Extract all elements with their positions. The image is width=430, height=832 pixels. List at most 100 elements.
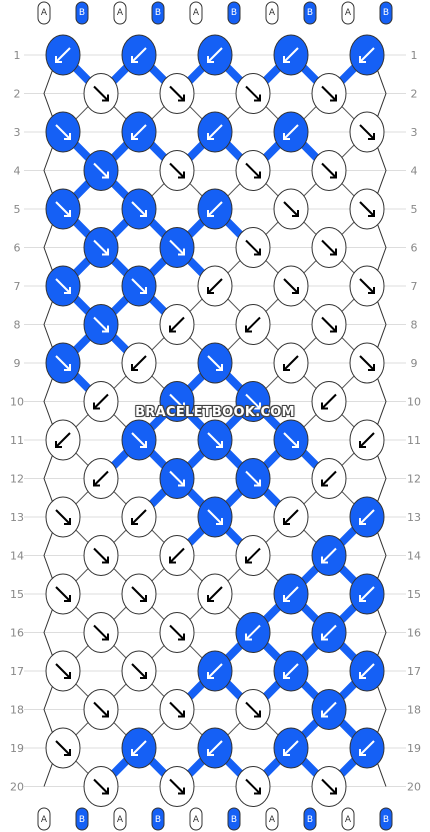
knot	[349, 573, 385, 615]
arrowhead	[64, 595, 71, 602]
knot-arrow-down-right-icon	[245, 701, 261, 718]
knot-arrow-down-left-icon	[283, 355, 299, 371]
arrowhead	[321, 556, 328, 564]
arrowhead	[330, 94, 337, 102]
knot-arrow-down-right-icon	[131, 586, 147, 602]
arrowhead	[207, 210, 214, 217]
arrowhead	[359, 672, 366, 679]
string-label-bottom: A	[41, 815, 48, 825]
string-label-top: B	[155, 8, 161, 18]
string-label-top: A	[269, 8, 276, 18]
knot-arrow-down-left-icon	[207, 47, 223, 63]
knot-arrow-down-left-icon	[245, 624, 261, 641]
arrowhead	[102, 633, 109, 641]
knot-arrow-down-right-icon	[55, 740, 71, 756]
row-number-left: 4	[14, 165, 21, 178]
arrowhead	[216, 364, 223, 371]
knot	[159, 766, 195, 807]
row-number-right: 17	[407, 665, 421, 678]
knot-arrow-down-right-icon	[131, 432, 147, 448]
knot	[235, 612, 271, 653]
knot	[235, 73, 271, 114]
string-end-bottom	[37, 807, 51, 831]
row-number-right: 13	[407, 511, 421, 524]
knot	[159, 381, 195, 422]
string-end-top	[227, 1, 241, 25]
knot-arrow-down-right-icon	[93, 316, 109, 333]
knot-arrow-down-right-icon	[245, 778, 261, 795]
arrowhead	[254, 94, 261, 102]
arrowhead	[64, 210, 71, 217]
knot	[121, 111, 157, 153]
row-number-left: 20	[10, 781, 24, 794]
arrowhead	[55, 441, 62, 448]
arrowhead	[207, 595, 214, 602]
knot	[121, 188, 157, 230]
arrowhead	[64, 364, 71, 371]
knot-arrow-down-left-icon	[93, 470, 109, 487]
knot	[273, 342, 309, 384]
knot-arrow-down-left-icon	[359, 509, 375, 525]
knot	[235, 766, 271, 807]
knot-arrow-down-right-icon	[207, 355, 223, 371]
knot-arrow-down-right-icon	[55, 355, 71, 371]
row-number-left: 7	[14, 280, 21, 293]
string-end-top	[113, 1, 127, 25]
knot-arrow-down-right-icon	[169, 162, 185, 179]
row-number-right: 15	[407, 588, 421, 601]
knot	[349, 34, 385, 76]
arrowhead	[283, 133, 290, 140]
knot-arrow-down-right-icon	[245, 393, 261, 410]
knot-arrow-down-left-icon	[93, 393, 109, 410]
knot	[197, 496, 233, 538]
knot-arrow-down-right-icon	[283, 432, 299, 448]
knot	[83, 766, 119, 807]
string-end-bottom	[189, 807, 203, 831]
knot	[273, 34, 309, 76]
string-end-bottom	[227, 807, 241, 831]
knot-arrow-down-right-icon	[245, 162, 261, 179]
knot-arrow-down-right-icon	[55, 124, 71, 140]
row-number-right: 10	[407, 396, 421, 409]
knot	[159, 150, 195, 191]
arrowhead	[292, 441, 299, 448]
arrowhead	[102, 248, 109, 256]
arrowhead	[131, 518, 138, 525]
knot	[45, 34, 81, 76]
knot-arrow-down-right-icon	[169, 470, 185, 487]
row-number-left: 17	[10, 665, 24, 678]
knot-arrow-down-left-icon	[245, 316, 261, 333]
arrowhead	[359, 56, 366, 63]
knot	[83, 73, 119, 114]
string-end-top	[75, 1, 89, 25]
knot-arrow-down-left-icon	[321, 624, 337, 641]
knot	[311, 458, 347, 499]
knot	[273, 727, 309, 769]
knot-arrow-down-left-icon	[359, 586, 375, 602]
arrowhead	[254, 171, 261, 179]
knot-arrow-down-left-icon	[283, 586, 299, 602]
arrowhead	[216, 518, 223, 525]
knot	[45, 188, 81, 230]
knot	[235, 304, 271, 345]
knot-arrow-down-right-icon	[283, 201, 299, 217]
knot	[349, 419, 385, 461]
knot	[235, 150, 271, 191]
arrowhead	[102, 325, 109, 333]
string-label-top: B	[79, 8, 85, 18]
string-label-top: B	[383, 8, 389, 18]
arrowhead	[330, 171, 337, 179]
arrowhead	[207, 133, 214, 140]
string-end-top	[151, 1, 165, 25]
arrowhead	[292, 210, 299, 217]
row-number-left: 3	[14, 126, 21, 139]
knot-arrow-down-left-icon	[169, 316, 185, 333]
string-label-top: A	[117, 8, 124, 18]
arrowhead	[64, 518, 71, 525]
arrowhead	[178, 633, 185, 641]
row-number-right: 3	[411, 126, 418, 139]
row-number-right: 9	[411, 357, 418, 370]
row-number-right: 2	[411, 88, 418, 101]
knot	[83, 304, 119, 345]
knot	[83, 227, 119, 268]
